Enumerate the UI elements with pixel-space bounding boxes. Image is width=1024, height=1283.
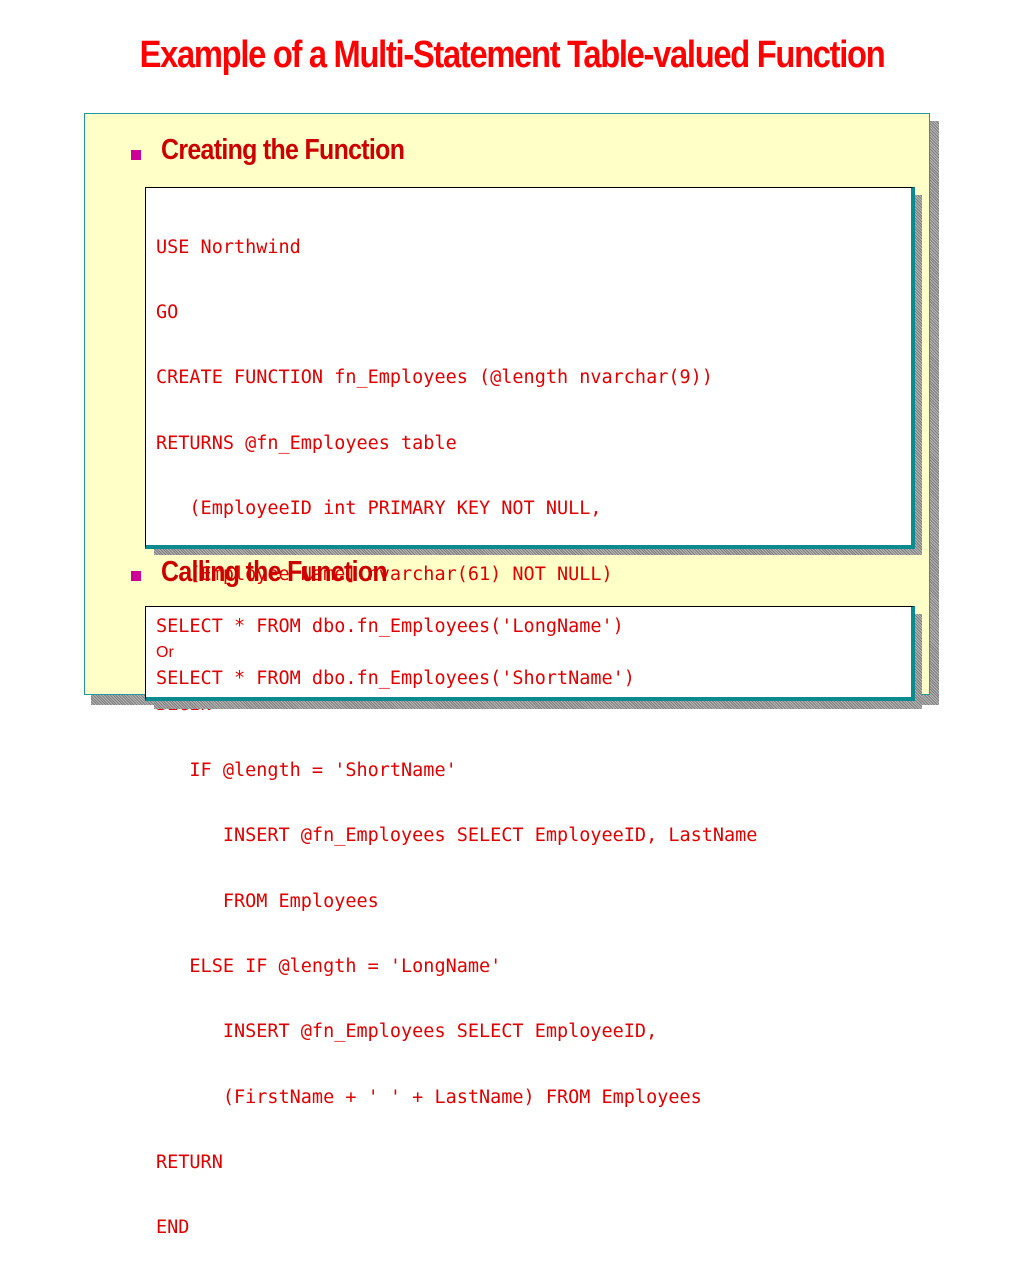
- code-line: GO: [156, 301, 179, 323]
- code-line: RETURNS @fn_Employees table: [156, 432, 457, 454]
- code-line: END: [156, 1217, 190, 1239]
- code-line: FROM Employees: [156, 890, 379, 912]
- code-line: INSERT @fn_Employees SELECT EmployeeID,: [156, 1021, 658, 1043]
- call-function-code-block: SELECT * FROM dbo.fn_Employees('LongName…: [145, 606, 915, 701]
- create-function-code: USE Northwind GO CREATE FUNCTION fn_Empl…: [156, 193, 757, 1283]
- call-code-line-short: SELECT * FROM dbo.fn_Employees('ShortNam…: [156, 668, 635, 689]
- code-line: IF @length = 'ShortName': [156, 759, 457, 781]
- code-line: (EmployeeID int PRIMARY KEY NOT NULL,: [156, 498, 602, 520]
- code-line: RETURN: [156, 1152, 223, 1174]
- slide-title: Example of a Multi-Statement Table-value…: [139, 34, 886, 76]
- code-line: INSERT @fn_Employees SELECT EmployeeID, …: [156, 825, 758, 847]
- heading-calling-function: Calling the Function: [161, 556, 388, 588]
- call-or-text: Or: [156, 644, 174, 661]
- call-code-line-long: SELECT * FROM dbo.fn_Employees('LongName…: [156, 616, 624, 637]
- create-function-code-block: USE Northwind GO CREATE FUNCTION fn_Empl…: [145, 187, 915, 1238]
- heading-creating-function: Creating the Function: [161, 134, 405, 166]
- code-line: CREATE FUNCTION fn_Employees (@length nv…: [156, 367, 713, 389]
- code-line: [Employee Name] nvarchar(61) NOT NULL): [156, 563, 613, 585]
- bullet-creating-function: [131, 150, 141, 160]
- bullet-calling-function: [131, 571, 141, 581]
- content-panel: Creating the Function USE Northwind GO C…: [84, 113, 930, 1238]
- code-line: USE Northwind: [156, 236, 301, 258]
- code-line: (FirstName + ' ' + LastName) FROM Employ…: [156, 1086, 702, 1108]
- code-line: ELSE IF @length = 'LongName': [156, 955, 502, 977]
